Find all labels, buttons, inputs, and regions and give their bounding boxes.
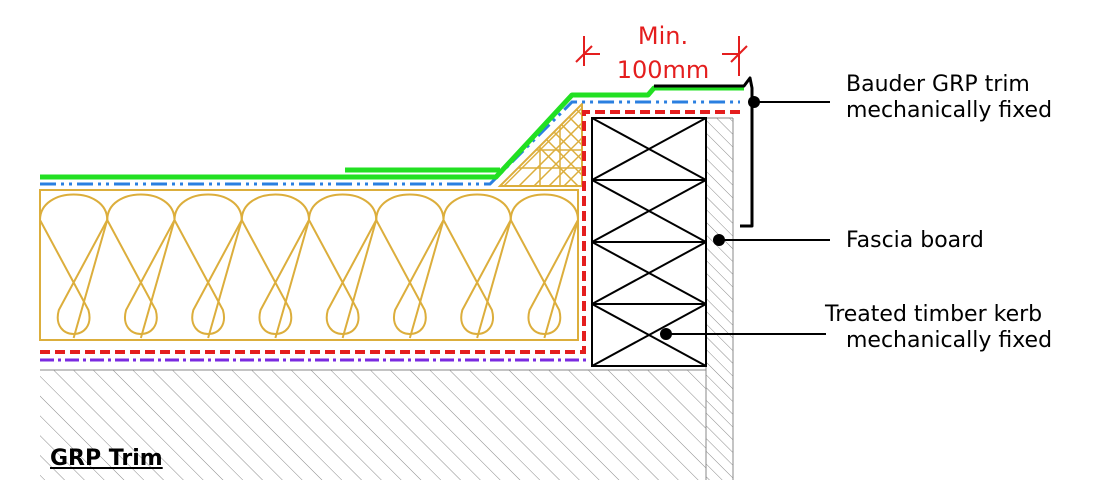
leader-fascia-board (713, 234, 830, 246)
insulation-loop-top (173, 193, 243, 339)
label-bauder-grp-trim-line1: Bauder GRP trim (846, 72, 1030, 97)
label-bauder-grp-trim: Bauder GRP trim mechanically fixed (846, 72, 1052, 124)
label-fascia-board: Fascia board (846, 228, 984, 253)
grp-trim (654, 76, 754, 228)
label-treated-timber-kerb: Treated timber kerb mechanically fixed (825, 302, 1052, 354)
insulation-loop-top (106, 193, 176, 339)
insulation-loop-top (509, 193, 580, 339)
vapour-control-layer (40, 110, 740, 354)
insulation-loop-bottom (173, 219, 243, 335)
dimension-label-min: Min. (637, 22, 689, 50)
dimension-label-value: 100mm (616, 56, 710, 84)
cap-sheet (40, 85, 744, 180)
insulation-loop-top (442, 193, 512, 339)
leader-bauder-grp-trim (748, 96, 830, 108)
label-timber-kerb-line1: Treated timber kerb (825, 302, 1043, 327)
insulation-loop-bottom (308, 219, 378, 335)
insulation-loop-top (39, 193, 109, 339)
timber-kerb (591, 117, 707, 367)
insulation-loop-top (240, 193, 311, 339)
insulation-loop-top (308, 193, 378, 339)
label-timber-kerb-line2: mechanically fixed (846, 328, 1053, 353)
insulation-layer (39, 189, 579, 341)
insulation-loop-bottom (39, 219, 109, 335)
base-membrane (40, 100, 740, 186)
insulation-loop-bottom (375, 219, 445, 335)
insulation-loop-bottom (240, 219, 310, 335)
label-bauder-grp-trim-line2: mechanically fixed (846, 98, 1053, 123)
insulation-loop-bottom (106, 219, 176, 335)
dimension-min-100mm (575, 36, 748, 76)
fascia-board (705, 117, 734, 480)
concrete-deck (40, 369, 706, 480)
insulation-loop-bottom (509, 219, 579, 335)
insulation-loops (39, 193, 580, 339)
insulation-loop-bottom (442, 219, 512, 335)
drawing-title: GRP Trim (50, 446, 163, 471)
leader-timber-kerb (660, 328, 826, 340)
insulation-loop-top (375, 193, 445, 339)
